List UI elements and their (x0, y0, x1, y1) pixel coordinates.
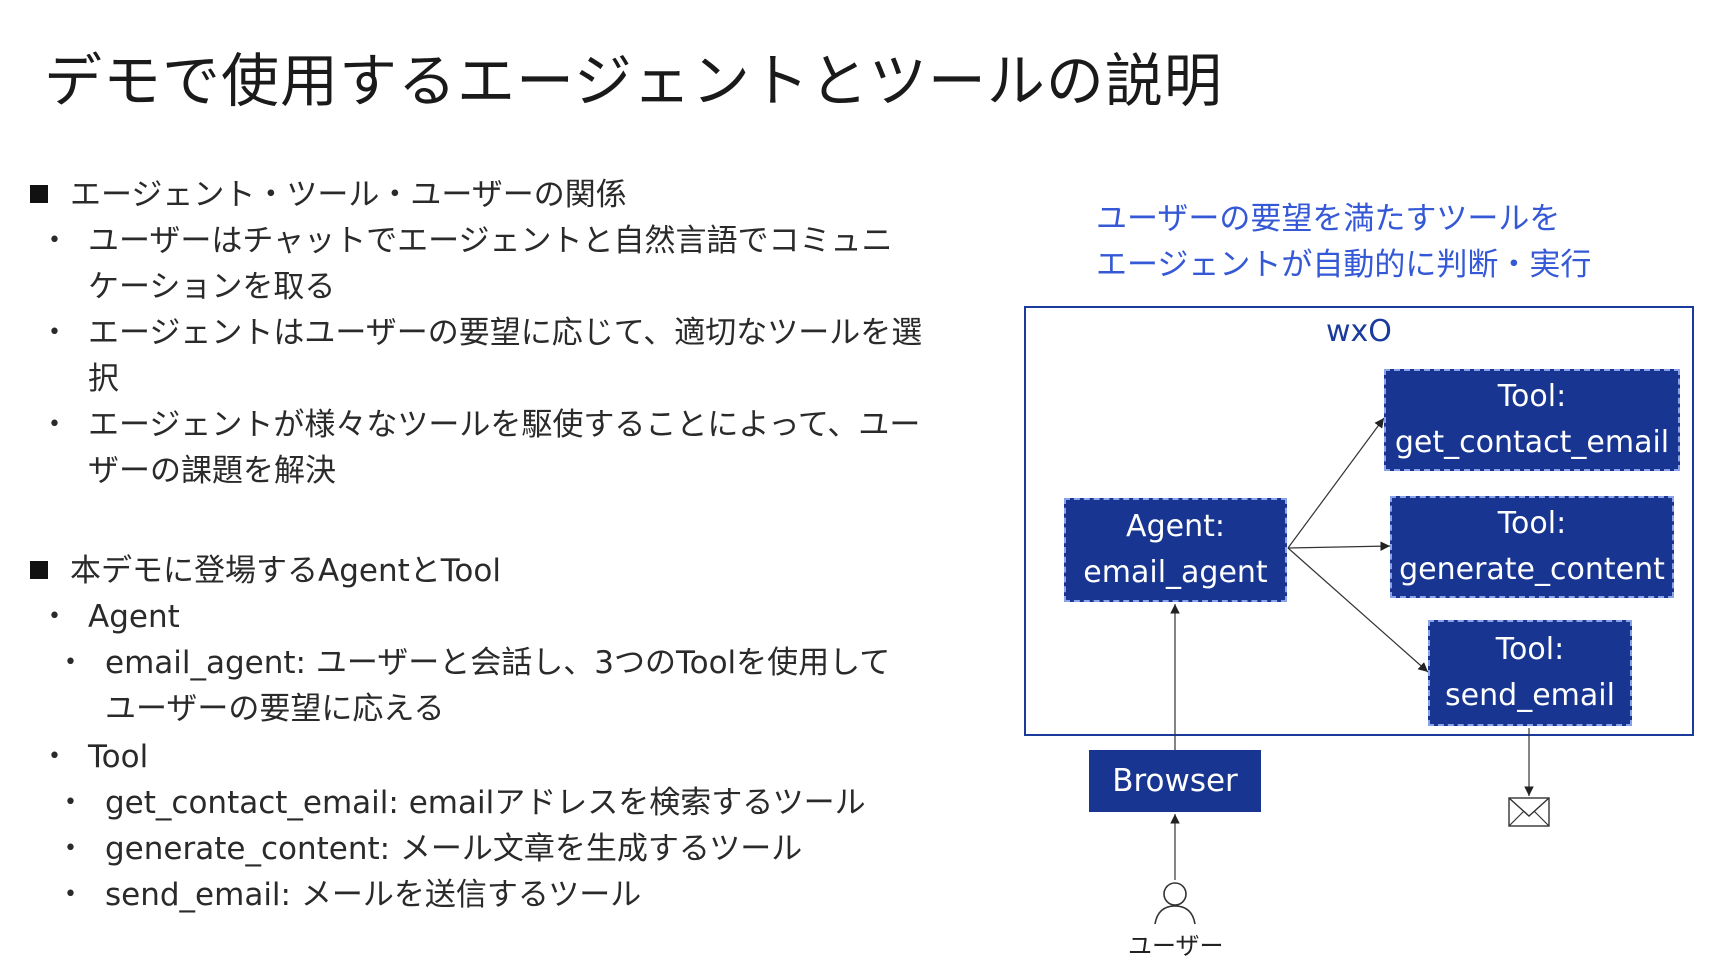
user-icon (1154, 882, 1196, 925)
tool-node-generate-content: Tool:generate_content (1390, 496, 1674, 598)
browser-node: Browser (1089, 750, 1261, 812)
section2-heading: 本デモに登場するAgentとTool (30, 548, 501, 594)
envelope-icon (1508, 797, 1550, 827)
user-label: ユーザー (1128, 932, 1224, 960)
tool-node-send-email: Tool:send_email (1428, 620, 1632, 726)
square-bullet-icon (30, 561, 48, 579)
wxo-label: wxO (1326, 314, 1392, 349)
section1-heading: エージェント・ツール・ユーザーの関係 (30, 172, 627, 218)
square-bullet-icon (30, 185, 48, 203)
arrow-agent-to-tool1 (1287, 417, 1385, 549)
diagram-caption-2: エージェントが自動的に判断・実行 (1096, 247, 1592, 283)
arrow-agent-to-tool2 (1287, 541, 1391, 551)
tool-node-get-contact-email: Tool:get_contact_email (1384, 369, 1680, 471)
diagram-caption-1: ユーザーの要望を満たすツールを (1096, 201, 1561, 237)
wxo-container (1024, 306, 1694, 736)
arrow-agent-to-tool3 (1287, 547, 1429, 673)
slide-title: デモで使用するエージェントとツールの説明 (44, 47, 1223, 115)
agent-node: Agent:email_agent (1064, 498, 1287, 602)
